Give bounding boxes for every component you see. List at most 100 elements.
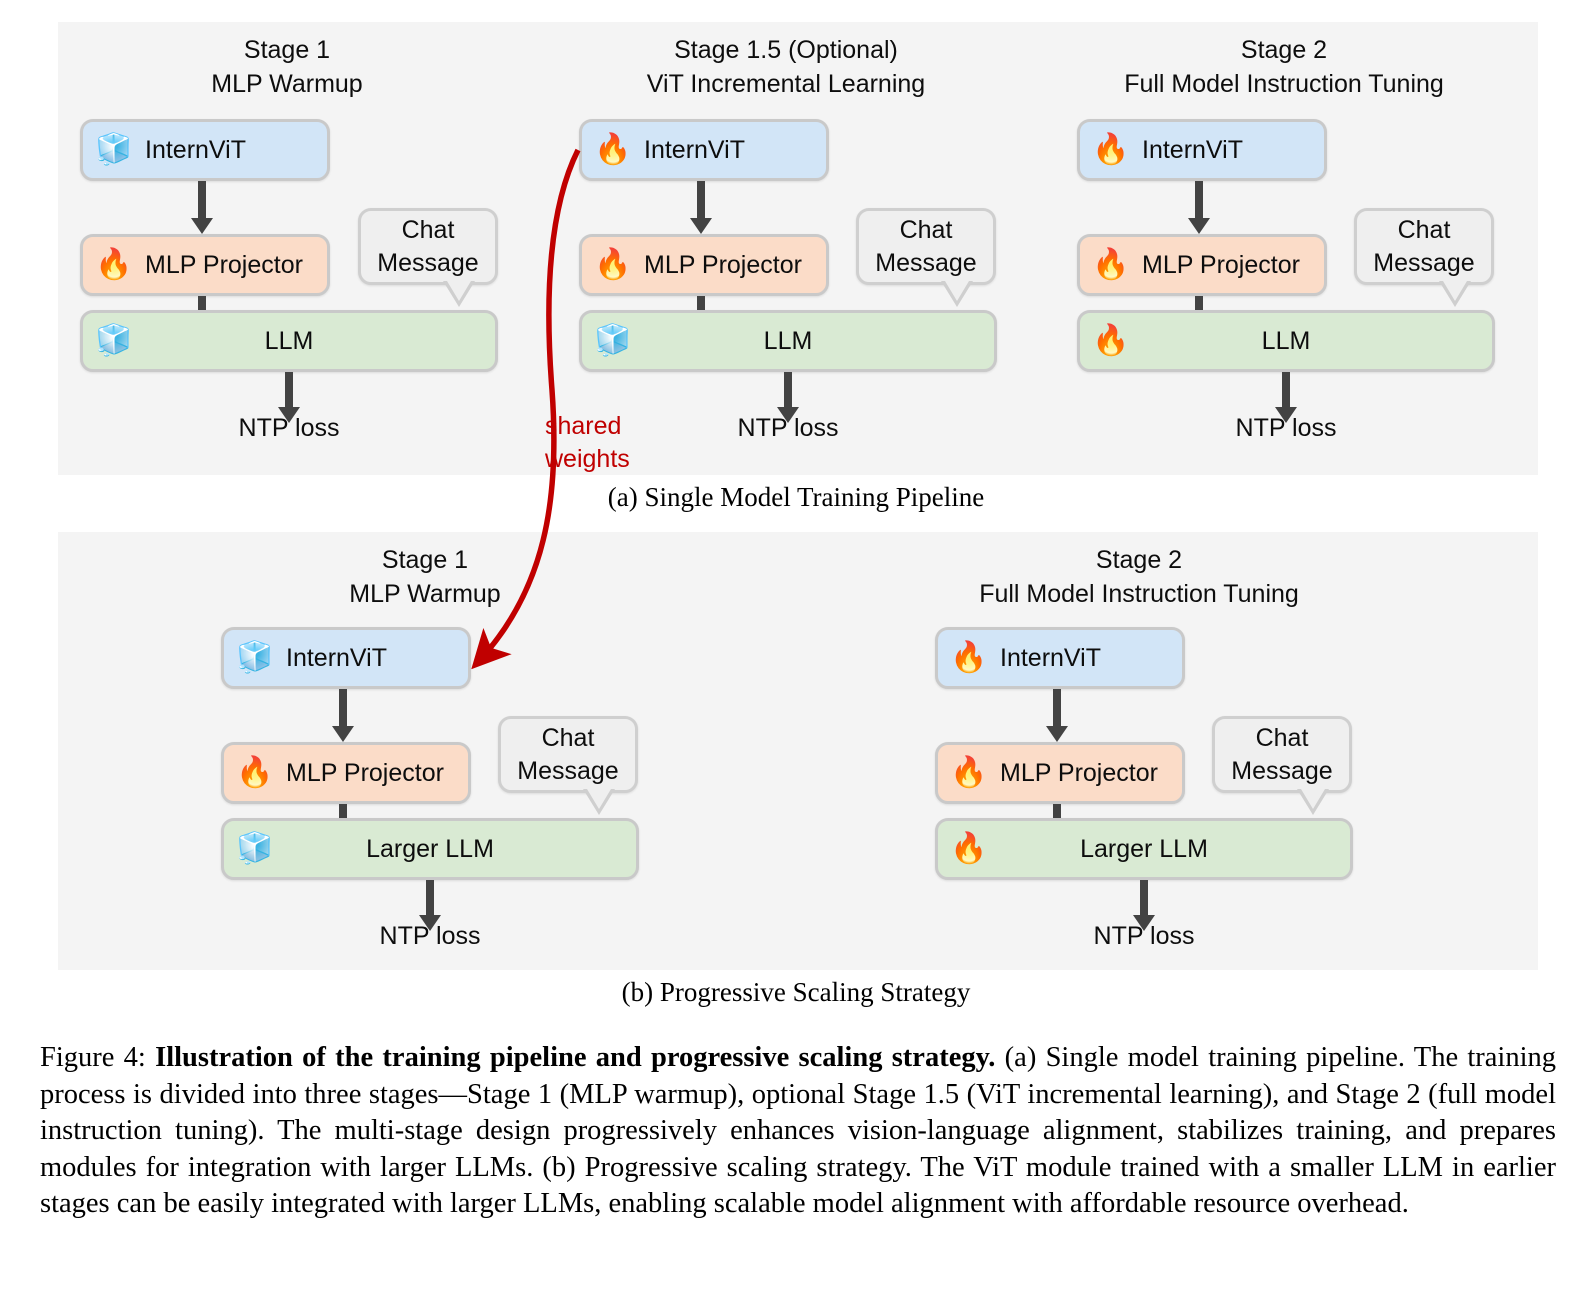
arrow-vit-to-mlp-a2 bbox=[1195, 181, 1203, 219]
box-label-larger-llm-b1: Larger LLM bbox=[366, 834, 494, 863]
bubble-tail-icon bbox=[1297, 789, 1329, 815]
stage-title-a1-line2: MLP Warmup bbox=[211, 70, 363, 98]
chat-message-line2: Message bbox=[517, 756, 619, 785]
chat-message-bubble-a15[interactable]: Chat Message bbox=[856, 208, 996, 307]
box-label-mlp-projector-a15: MLP Projector bbox=[644, 250, 802, 279]
chat-message-line2: Message bbox=[377, 248, 479, 277]
stage-title-b1: Stage 1 MLP Warmup bbox=[349, 543, 500, 611]
chat-message-line2: Message bbox=[875, 248, 977, 277]
box-label-mlp-projector-b1: MLP Projector bbox=[286, 758, 444, 787]
chat-message-bubble-a2[interactable]: Chat Message bbox=[1354, 208, 1494, 307]
fire-icon: 🔥 bbox=[950, 756, 988, 789]
box-label-larger-llm-b2: Larger LLM bbox=[1080, 834, 1208, 863]
chat-message-line2: Message bbox=[1373, 248, 1475, 277]
box-internvit-a1[interactable]: 🧊 InternViT bbox=[80, 119, 330, 181]
box-internvit-a2[interactable]: 🔥 InternViT bbox=[1077, 119, 1327, 181]
chat-message-bubble-b1[interactable]: Chat Message bbox=[498, 716, 638, 815]
box-label-llm-a15: LLM bbox=[763, 326, 813, 355]
bubble-tail-icon bbox=[1439, 281, 1471, 307]
fire-icon: 🔥 bbox=[95, 248, 133, 281]
box-label-internvit-a2: InternViT bbox=[1142, 135, 1243, 164]
stage-title-b1-line2: MLP Warmup bbox=[349, 580, 501, 608]
figure-caption: Figure 4: Illustration of the training p… bbox=[40, 1040, 1556, 1223]
stage-title-b2: Stage 2 Full Model Instruction Tuning bbox=[979, 543, 1299, 611]
bubble-tail-icon bbox=[583, 789, 615, 815]
box-mlp-projector-a1[interactable]: 🔥 MLP Projector bbox=[80, 234, 330, 296]
chat-message-line1: Chat bbox=[1397, 215, 1451, 244]
ice-cube-icon: 🧊 bbox=[594, 324, 632, 357]
box-internvit-b1[interactable]: 🧊 InternViT bbox=[221, 627, 471, 689]
ntp-loss-label-a1: NTP loss bbox=[238, 414, 340, 442]
box-mlp-projector-a15[interactable]: 🔥 MLP Projector bbox=[579, 234, 829, 296]
box-llm-a15[interactable]: 🧊 LLM bbox=[579, 310, 997, 372]
fire-icon: 🔥 bbox=[1092, 133, 1130, 166]
caption-body: (a) Single model training pipeline. The … bbox=[40, 1042, 1557, 1219]
ntp-loss-label-b2: NTP loss bbox=[1093, 922, 1195, 950]
stage-title-a15: Stage 1.5 (Optional) ViT Incremental Lea… bbox=[647, 33, 925, 101]
box-mlp-projector-a2[interactable]: 🔥 MLP Projector bbox=[1077, 234, 1327, 296]
fire-icon: 🔥 bbox=[594, 248, 632, 281]
box-internvit-b2[interactable]: 🔥 InternViT bbox=[935, 627, 1185, 689]
box-label-mlp-projector-a1: MLP Projector bbox=[145, 250, 303, 279]
stage-title-b1-line1: Stage 1 bbox=[381, 546, 469, 574]
stage-title-a1: Stage 1 MLP Warmup bbox=[211, 33, 362, 101]
box-label-llm-a1: LLM bbox=[264, 326, 314, 355]
box-mlp-projector-b2[interactable]: 🔥 MLP Projector bbox=[935, 742, 1185, 804]
caption-bold: Illustration of the training pipeline an… bbox=[155, 1042, 996, 1073]
fire-icon: 🔥 bbox=[594, 133, 632, 166]
ntp-loss-label-b1: NTP loss bbox=[379, 922, 481, 950]
stage-title-a15-line2: ViT Incremental Learning bbox=[646, 70, 926, 98]
box-llm-a2[interactable]: 🔥 LLM bbox=[1077, 310, 1495, 372]
stage-title-a15-line1: Stage 1.5 (Optional) bbox=[674, 36, 898, 64]
chat-message-bubble-a1[interactable]: Chat Message bbox=[358, 208, 498, 307]
ice-cube-icon: 🧊 bbox=[95, 133, 133, 166]
chat-message-line1: Chat bbox=[1255, 723, 1309, 752]
box-internvit-a15[interactable]: 🔥 InternViT bbox=[579, 119, 829, 181]
box-label-internvit-a15: InternViT bbox=[644, 135, 745, 164]
fire-icon: 🔥 bbox=[1092, 248, 1130, 281]
arrow-llm-to-loss-a2 bbox=[1282, 372, 1290, 408]
box-label-internvit-a1: InternViT bbox=[145, 135, 246, 164]
box-llm-a1[interactable]: 🧊 LLM bbox=[80, 310, 498, 372]
stage-title-a2: Stage 2 Full Model Instruction Tuning bbox=[1124, 33, 1444, 101]
caption-prefix: Figure 4: bbox=[40, 1042, 156, 1073]
box-label-mlp-projector-a2: MLP Projector bbox=[1142, 250, 1300, 279]
subcaption-a: (a) Single Model Training Pipeline bbox=[607, 482, 985, 512]
box-label-internvit-b2: InternViT bbox=[1000, 643, 1101, 672]
fire-icon: 🔥 bbox=[236, 756, 274, 789]
bubble-tail-icon bbox=[443, 281, 475, 307]
box-larger-llm-b1[interactable]: 🧊 Larger LLM bbox=[221, 818, 639, 880]
chat-message-line1: Chat bbox=[899, 215, 953, 244]
box-label-mlp-projector-b2: MLP Projector bbox=[1000, 758, 1158, 787]
chat-message-bubble-b2[interactable]: Chat Message bbox=[1212, 716, 1352, 815]
arrow-llm-to-loss-b1 bbox=[426, 880, 434, 916]
arrow-vit-to-mlp-b2 bbox=[1053, 689, 1061, 727]
stage-title-b2-line2: Full Model Instruction Tuning bbox=[979, 580, 1299, 608]
box-label-llm-a2: LLM bbox=[1261, 326, 1311, 355]
arrow-vit-to-mlp-a15 bbox=[697, 181, 705, 219]
stage-title-a2-line1: Stage 2 bbox=[1240, 36, 1328, 64]
box-larger-llm-b2[interactable]: 🔥 Larger LLM bbox=[935, 818, 1353, 880]
ice-cube-icon: 🧊 bbox=[236, 832, 274, 865]
panel-progressive-scaling-strategy: Stage 1 MLP Warmup 🧊 InternViT 🔥 MLP Pro… bbox=[58, 532, 1538, 970]
ice-cube-icon: 🧊 bbox=[236, 641, 274, 674]
stage-title-b2-line1: Stage 2 bbox=[1095, 546, 1183, 574]
bubble-tail-icon bbox=[941, 281, 973, 307]
subcaption-b: (b) Progressive Scaling Strategy bbox=[621, 977, 971, 1007]
arrow-llm-to-loss-b2 bbox=[1140, 880, 1148, 916]
arrow-vit-to-mlp-a1 bbox=[198, 181, 206, 219]
arrow-llm-to-loss-a1 bbox=[285, 372, 293, 408]
stage-title-a1-line1: Stage 1 bbox=[243, 36, 331, 64]
ntp-loss-label-a15: NTP loss bbox=[737, 414, 839, 442]
chat-message-line1: Chat bbox=[401, 215, 455, 244]
box-mlp-projector-b1[interactable]: 🔥 MLP Projector bbox=[221, 742, 471, 804]
panel-single-model-training-pipeline: Stage 1 MLP Warmup 🧊 InternViT 🔥 MLP Pro… bbox=[58, 22, 1538, 475]
fire-icon: 🔥 bbox=[1092, 324, 1130, 357]
fire-icon: 🔥 bbox=[950, 832, 988, 865]
arrow-llm-to-loss-a15 bbox=[784, 372, 792, 408]
fire-icon: 🔥 bbox=[950, 641, 988, 674]
box-label-internvit-b1: InternViT bbox=[286, 643, 387, 672]
arrow-vit-to-mlp-b1 bbox=[339, 689, 347, 727]
chat-message-line1: Chat bbox=[541, 723, 595, 752]
ntp-loss-label-a2: NTP loss bbox=[1235, 414, 1337, 442]
